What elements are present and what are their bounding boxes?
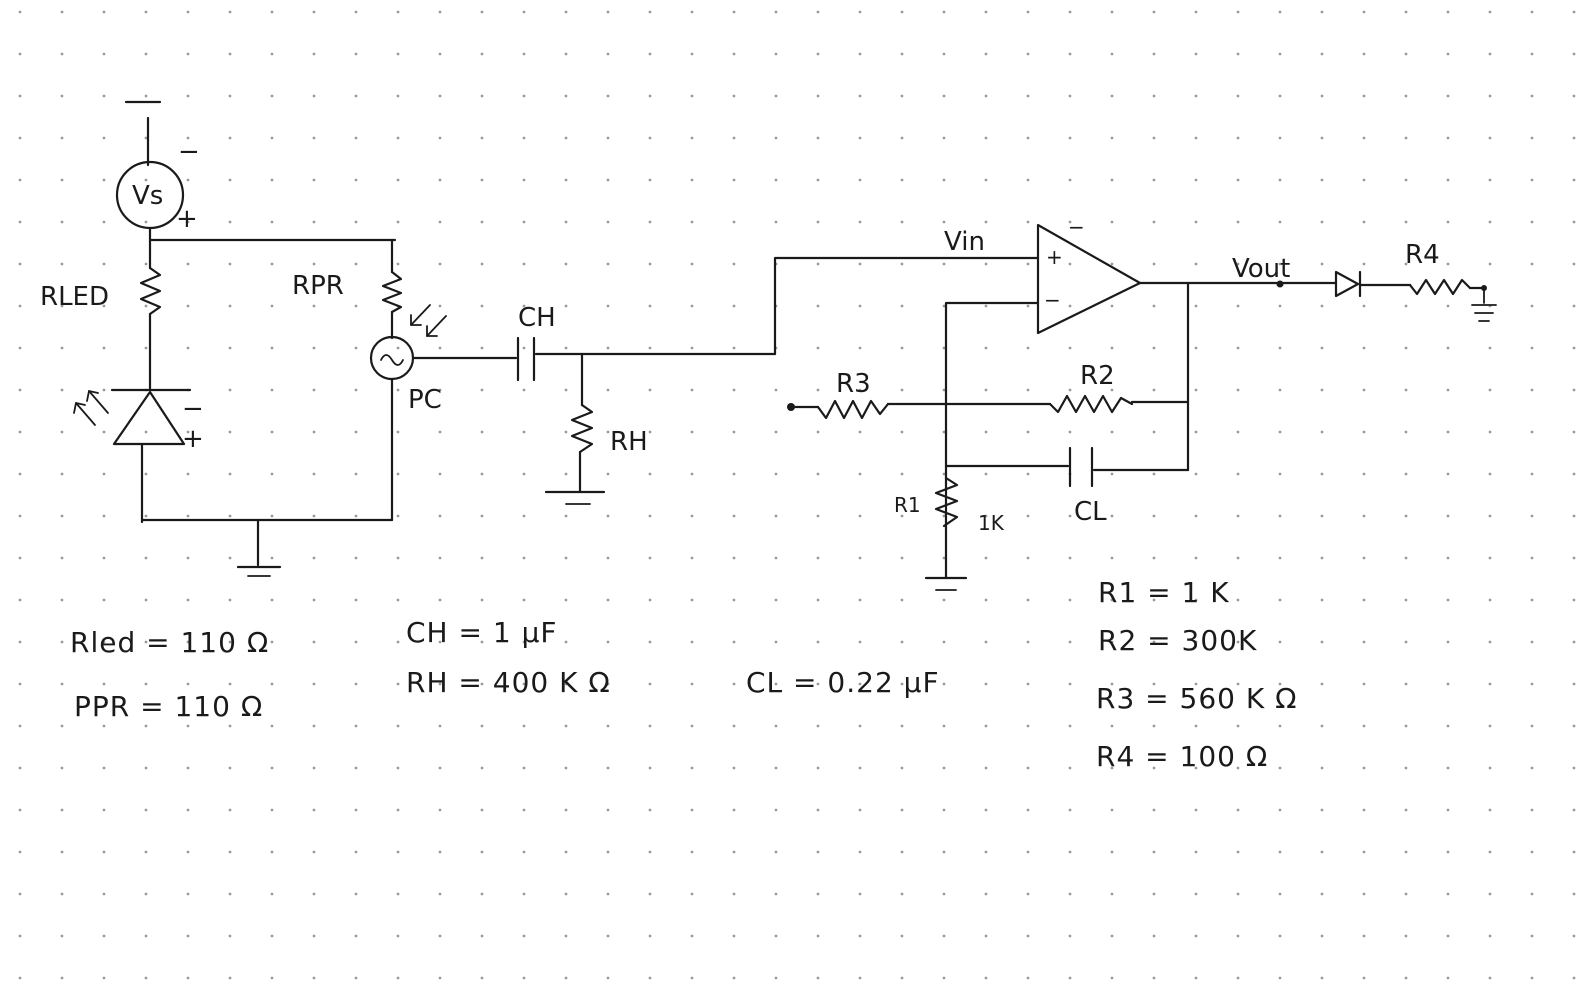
rled-label: RLED xyxy=(40,282,109,312)
cl-label: CL xyxy=(1074,497,1107,527)
ground-icon xyxy=(1471,287,1497,322)
led-plus-sign: + xyxy=(182,424,204,454)
rh-label: RH xyxy=(610,427,648,457)
pc-source-icon xyxy=(369,335,415,381)
value-r3: R3 = 560 K Ω xyxy=(1096,682,1298,715)
opamp-top-sign: − xyxy=(1068,215,1085,239)
r4-label: R4 xyxy=(1405,240,1440,270)
led-emission-arrows-icon xyxy=(73,390,109,426)
rled-resistor-icon xyxy=(139,266,162,316)
r3-label: R3 xyxy=(836,369,871,399)
led-minus-sign: − xyxy=(182,394,204,424)
vin-label: Vin xyxy=(944,227,985,257)
rh-resistor-icon xyxy=(570,403,594,454)
r1-resistor-icon xyxy=(934,476,959,528)
r1-value-label: 1K xyxy=(978,511,1005,535)
rpr-label: RPR xyxy=(292,271,344,301)
wire-inverting-input xyxy=(944,301,1040,580)
opamp-plus-sign: + xyxy=(1046,245,1063,269)
light-arrows-icon xyxy=(410,304,447,337)
value-r1: R1 = 1 K xyxy=(1098,576,1230,609)
pc-label: PC xyxy=(408,385,442,415)
vs-plus-sign: + xyxy=(176,204,198,234)
value-r2: R2 = 300K xyxy=(1098,624,1257,657)
output-diode-icon xyxy=(1334,270,1360,298)
value-cl: CL = 0.22 μF xyxy=(746,666,940,699)
opamp-stage: + − − Vout R4 R3 R2 CL R1 xyxy=(787,215,1497,591)
opamp-icon xyxy=(1036,223,1142,335)
ch-label: CH xyxy=(518,303,556,333)
rpr-resistor-icon xyxy=(381,270,403,314)
dot-grid xyxy=(18,10,1576,980)
r1-label: R1 xyxy=(894,493,921,517)
led-diode-icon xyxy=(112,390,186,446)
vout-label: Vout xyxy=(1232,254,1290,284)
r2-resistor-icon xyxy=(1048,394,1134,414)
opamp-minus-sign: − xyxy=(1044,288,1061,312)
value-ch: CH = 1 μF xyxy=(406,616,558,649)
led-circuit: Vs − + RLED − + RPR xyxy=(40,100,447,577)
high-pass-filter: CH RH Vin xyxy=(411,227,1040,505)
vs-minus-sign: − xyxy=(178,137,200,167)
vout-node xyxy=(1276,280,1284,288)
value-rh: RH = 400 K Ω xyxy=(406,666,611,699)
r4-resistor-icon xyxy=(1408,278,1472,296)
r3-resistor-icon xyxy=(816,399,890,420)
value-r4: R4 = 100 Ω xyxy=(1096,740,1268,773)
wire-to-vin xyxy=(773,256,1040,356)
ac-wave-icon xyxy=(380,354,404,366)
component-values: Rled = 110 Ω PPR = 110 Ω CH = 1 μF RH = … xyxy=(70,576,1298,773)
value-rled: Rled = 110 Ω xyxy=(70,626,269,659)
r2-label: R2 xyxy=(1080,361,1115,391)
vs-label: Vs xyxy=(132,181,163,211)
value-ppr: PPR = 110 Ω xyxy=(74,690,263,723)
